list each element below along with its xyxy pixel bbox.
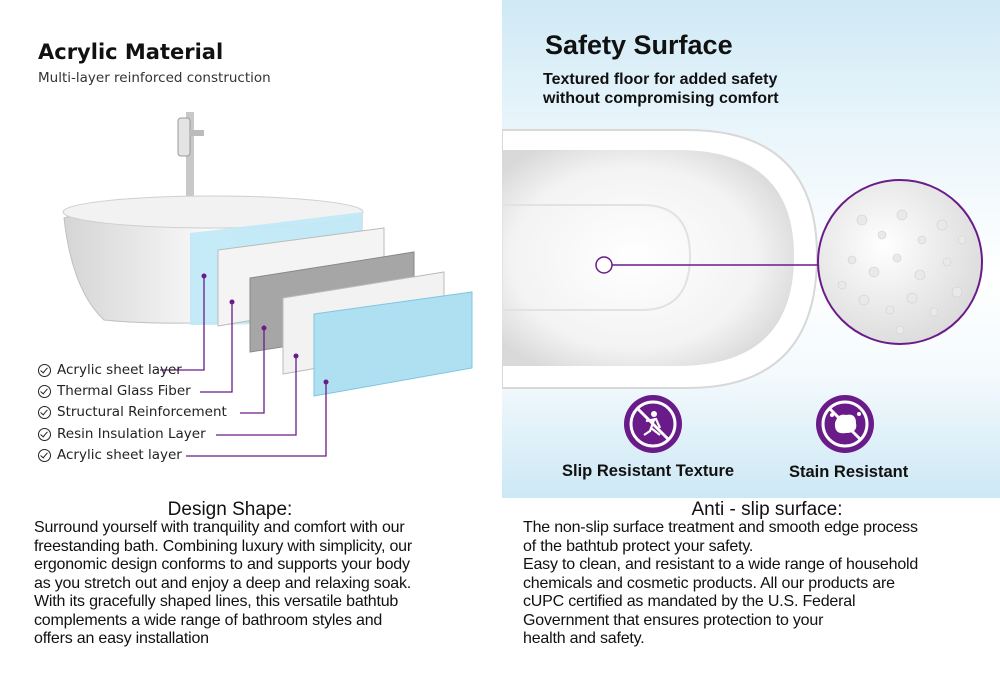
layer-label: Resin Insulation Layer bbox=[57, 426, 206, 442]
text-line: cUPC certified as mandated by the U.S. F… bbox=[523, 593, 856, 610]
layer-label: Structural Reinforcement bbox=[57, 404, 227, 420]
layer-sheets bbox=[217, 227, 473, 397]
check-circle-icon bbox=[38, 384, 51, 398]
anti-slip-text: The non-slip surface treatment and smoot… bbox=[523, 519, 993, 649]
text-line: Government that ensures protection to yo… bbox=[523, 611, 824, 629]
layer-label: Acrylic sheet layer bbox=[57, 447, 182, 463]
design-shape-text: Surround yourself with tranquility and c… bbox=[34, 519, 494, 649]
check-circle-icon bbox=[38, 363, 51, 377]
slip-resistant-label: Slip Resistant Texture bbox=[562, 462, 735, 480]
check-circle-icon bbox=[38, 405, 51, 419]
layer-item-acrylic-1: Acrylic sheet layer bbox=[38, 362, 182, 378]
safety-surface-subtitle: Textured floor for added safety without … bbox=[543, 70, 863, 108]
faucet-illustration bbox=[177, 112, 204, 206]
subtitle-line: Textured floor for added safety bbox=[543, 71, 778, 88]
subtitle-line: without compromising comfort bbox=[543, 90, 779, 107]
layer-item-resin: Resin Insulation Layer bbox=[38, 426, 206, 442]
text-line: of the bathtub protect your safety. bbox=[523, 537, 754, 555]
layer-label: Acrylic sheet layer bbox=[57, 362, 182, 378]
layer-item-acrylic-2: Acrylic sheet layer bbox=[38, 447, 182, 463]
layer-label: Thermal Glass Fiber bbox=[57, 383, 191, 399]
text-line: complements a wide range of bathroom sty… bbox=[34, 611, 383, 629]
text-line: The non-slip surface treatment and smoot… bbox=[523, 519, 918, 536]
no-stain-icon bbox=[816, 395, 874, 453]
safety-surface-panel bbox=[502, 0, 1000, 498]
text-line: Surround yourself with tranquility and c… bbox=[34, 519, 405, 536]
acrylic-material-title: Acrylic Material bbox=[38, 40, 224, 64]
bathtub-layers-illustration bbox=[62, 112, 473, 457]
text-line: freestanding bath. Combining luxury with… bbox=[34, 537, 413, 555]
safety-surface-title: Safety Surface bbox=[545, 30, 733, 60]
text-line: Easy to clean, and resistant to a wide r… bbox=[523, 556, 919, 573]
texture-zoom-circle bbox=[817, 179, 983, 345]
text-line: ergonomic design conforms to and support… bbox=[34, 556, 410, 573]
text-line: With its gracefully shaped lines, this v… bbox=[34, 593, 399, 610]
layer-item-thermal-glass: Thermal Glass Fiber bbox=[38, 383, 191, 399]
text-line: offers an easy installation bbox=[34, 630, 209, 647]
check-circle-icon bbox=[38, 448, 51, 462]
layer-item-structural: Structural Reinforcement bbox=[38, 404, 227, 420]
bathtub-top-view bbox=[502, 129, 983, 389]
text-line: health and safety. bbox=[523, 630, 645, 647]
acrylic-material-subtitle: Multi-layer reinforced construction bbox=[38, 70, 271, 86]
stain-resistant-label: Stain Resistant bbox=[789, 463, 909, 481]
anti-slip-title: Anti - slip surface: bbox=[691, 499, 843, 520]
text-line: as you stretch out and enjoy a deep and … bbox=[34, 574, 412, 592]
text-line: chemicals and cosmetic products. All our… bbox=[523, 574, 895, 592]
no-slip-icon bbox=[624, 395, 682, 453]
layer-connector-lines bbox=[160, 276, 327, 457]
check-circle-icon bbox=[38, 427, 51, 441]
design-shape-title: Design Shape: bbox=[167, 499, 293, 520]
